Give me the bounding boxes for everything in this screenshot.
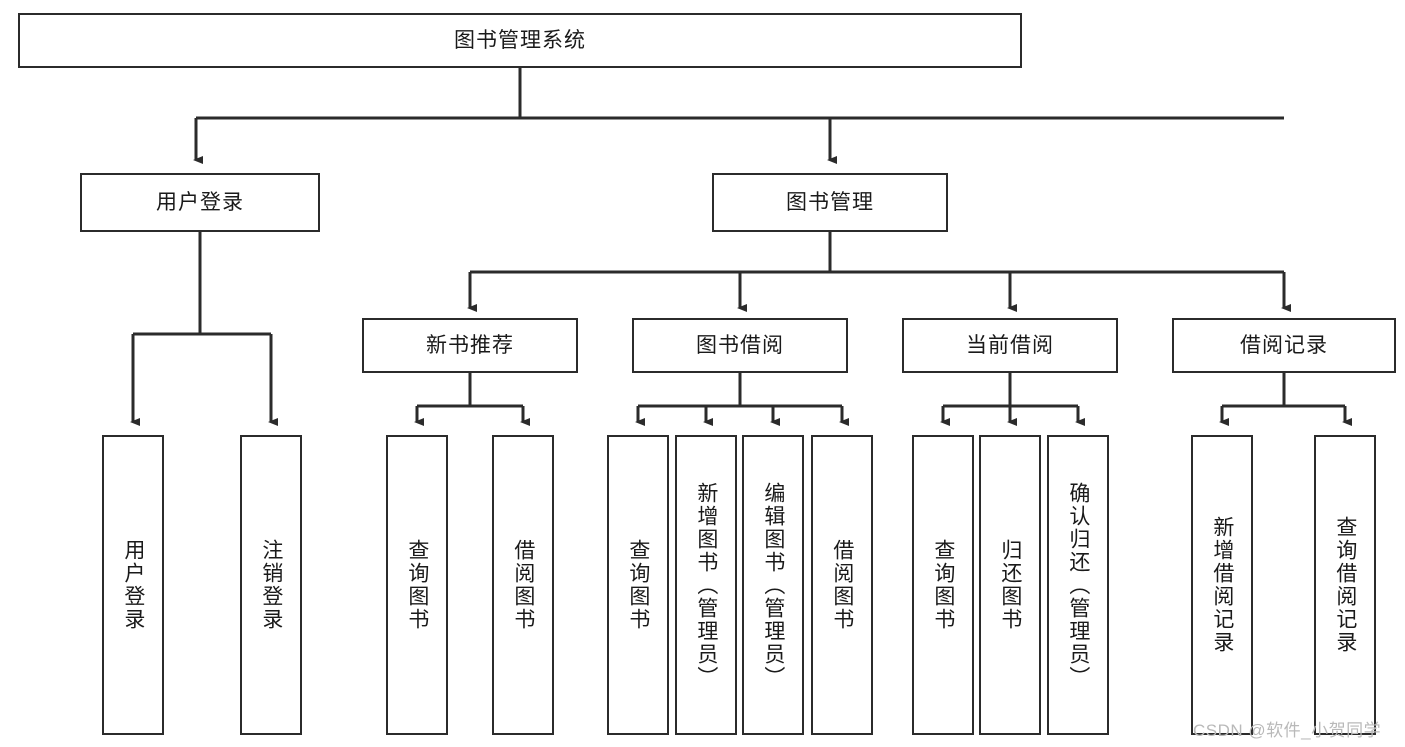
leaf-add-borrow-record-label: 新增借阅记录 xyxy=(1210,516,1234,654)
leaf-add-book-admin-label: 新增图书（管理员） xyxy=(694,481,718,689)
node-current-borrow-label: 当前借阅 xyxy=(966,333,1054,357)
leaf-query-borrow-record[interactable]: 查询借阅记录 xyxy=(1314,435,1376,735)
leaf-borrow-query-book[interactable]: 查询图书 xyxy=(607,435,669,735)
leaf-edit-book-admin-label: 编辑图书（管理员） xyxy=(761,481,785,689)
node-root-label: 图书管理系统 xyxy=(454,28,586,52)
leaf-current-query-book[interactable]: 查询图书 xyxy=(912,435,974,735)
leaf-logout-login-label: 注销登录 xyxy=(259,539,283,631)
leaf-edit-book-admin[interactable]: 编辑图书（管理员） xyxy=(742,435,804,735)
node-user-login-label: 用户登录 xyxy=(156,190,244,214)
leaf-new-book-borrow-label: 借阅图书 xyxy=(511,539,535,631)
leaf-new-book-query-label: 查询图书 xyxy=(405,539,429,631)
node-borrow-record-label: 借阅记录 xyxy=(1240,333,1328,357)
node-borrow-record[interactable]: 借阅记录 xyxy=(1172,318,1396,373)
leaf-logout-login[interactable]: 注销登录 xyxy=(240,435,302,735)
leaf-borrow-query-book-label: 查询图书 xyxy=(626,539,650,631)
leaf-return-book[interactable]: 归还图书 xyxy=(979,435,1041,735)
node-user-login[interactable]: 用户登录 xyxy=(80,173,320,232)
leaf-new-book-query[interactable]: 查询图书 xyxy=(386,435,448,735)
watermark-text: CSDN @软件_小贺同学 xyxy=(1193,716,1381,741)
node-new-book-recommend[interactable]: 新书推荐 xyxy=(362,318,578,373)
node-book-management-label: 图书管理 xyxy=(786,190,874,214)
leaf-new-book-borrow[interactable]: 借阅图书 xyxy=(492,435,554,735)
node-book-borrow[interactable]: 图书借阅 xyxy=(632,318,848,373)
leaf-confirm-return-admin[interactable]: 确认归还（管理员） xyxy=(1047,435,1109,735)
leaf-return-book-label: 归还图书 xyxy=(998,539,1022,631)
watermark-label: CSDN @软件_小贺同学 xyxy=(1193,721,1382,740)
leaf-borrow-book-label: 借阅图书 xyxy=(830,539,854,631)
node-book-borrow-label: 图书借阅 xyxy=(696,333,784,357)
node-root[interactable]: 图书管理系统 xyxy=(18,13,1022,68)
leaf-add-borrow-record[interactable]: 新增借阅记录 xyxy=(1191,435,1253,735)
leaf-confirm-return-admin-label: 确认归还（管理员） xyxy=(1066,481,1090,689)
leaf-add-book-admin[interactable]: 新增图书（管理员） xyxy=(675,435,737,735)
node-book-management[interactable]: 图书管理 xyxy=(712,173,948,232)
leaf-borrow-book[interactable]: 借阅图书 xyxy=(811,435,873,735)
node-new-book-recommend-label: 新书推荐 xyxy=(426,333,514,357)
leaf-user-login-label: 用户登录 xyxy=(121,539,145,631)
leaf-current-query-book-label: 查询图书 xyxy=(931,539,955,631)
leaf-user-login[interactable]: 用户登录 xyxy=(102,435,164,735)
leaf-query-borrow-record-label: 查询借阅记录 xyxy=(1333,516,1357,654)
node-current-borrow[interactable]: 当前借阅 xyxy=(902,318,1118,373)
